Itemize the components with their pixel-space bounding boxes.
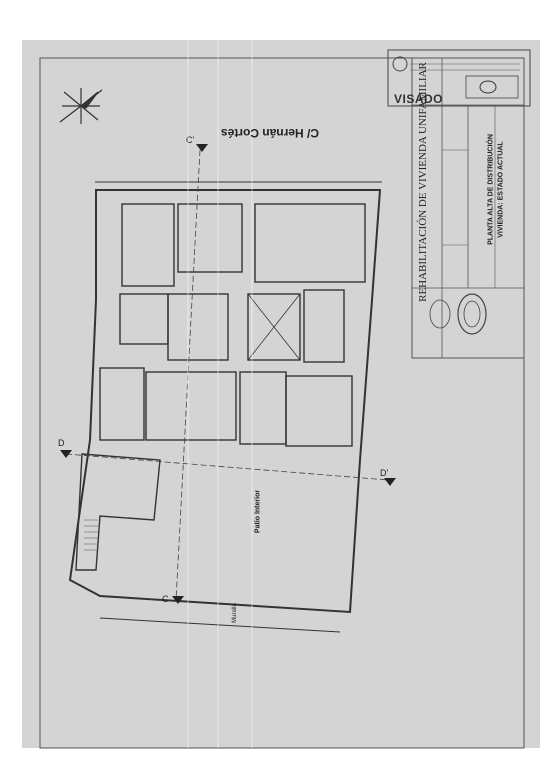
plan-title-line-2: VIVIENDA: ESTADO ACTUAL [497, 141, 505, 238]
plan-title-line-1: PLANTA ALTA DE DISTRIBUCIÓN [487, 134, 495, 245]
back-street-line [99, 617, 341, 633]
back-street-label: Muralla [232, 603, 238, 623]
scan-streaks [187, 40, 253, 748]
stair-hatching [84, 519, 98, 551]
patio-label: Patio Interior [254, 489, 262, 534]
drawing-frame [39, 57, 525, 749]
building-outline [68, 189, 382, 614]
north-arrow-icon [59, 88, 103, 124]
project-title: REHABILITACIÓN DE VIVIENDA UNIFAMILIAR [417, 62, 429, 302]
section-d-right: D' [380, 468, 388, 478]
colegio-seal-icon [392, 56, 408, 72]
section-lines [65, 149, 389, 601]
section-c-top: C' [186, 135, 194, 145]
section-d-left: D [58, 438, 65, 448]
section-markers [60, 144, 396, 604]
crest-icon [457, 293, 487, 335]
section-c-bottom: C [162, 594, 169, 604]
street-label: C/ Hernán Cortés [220, 126, 320, 140]
visado-stamp: VISADO [394, 92, 444, 106]
room-walls [75, 203, 366, 571]
colegio-stamp [387, 49, 531, 107]
scanned-sheet [22, 40, 540, 748]
